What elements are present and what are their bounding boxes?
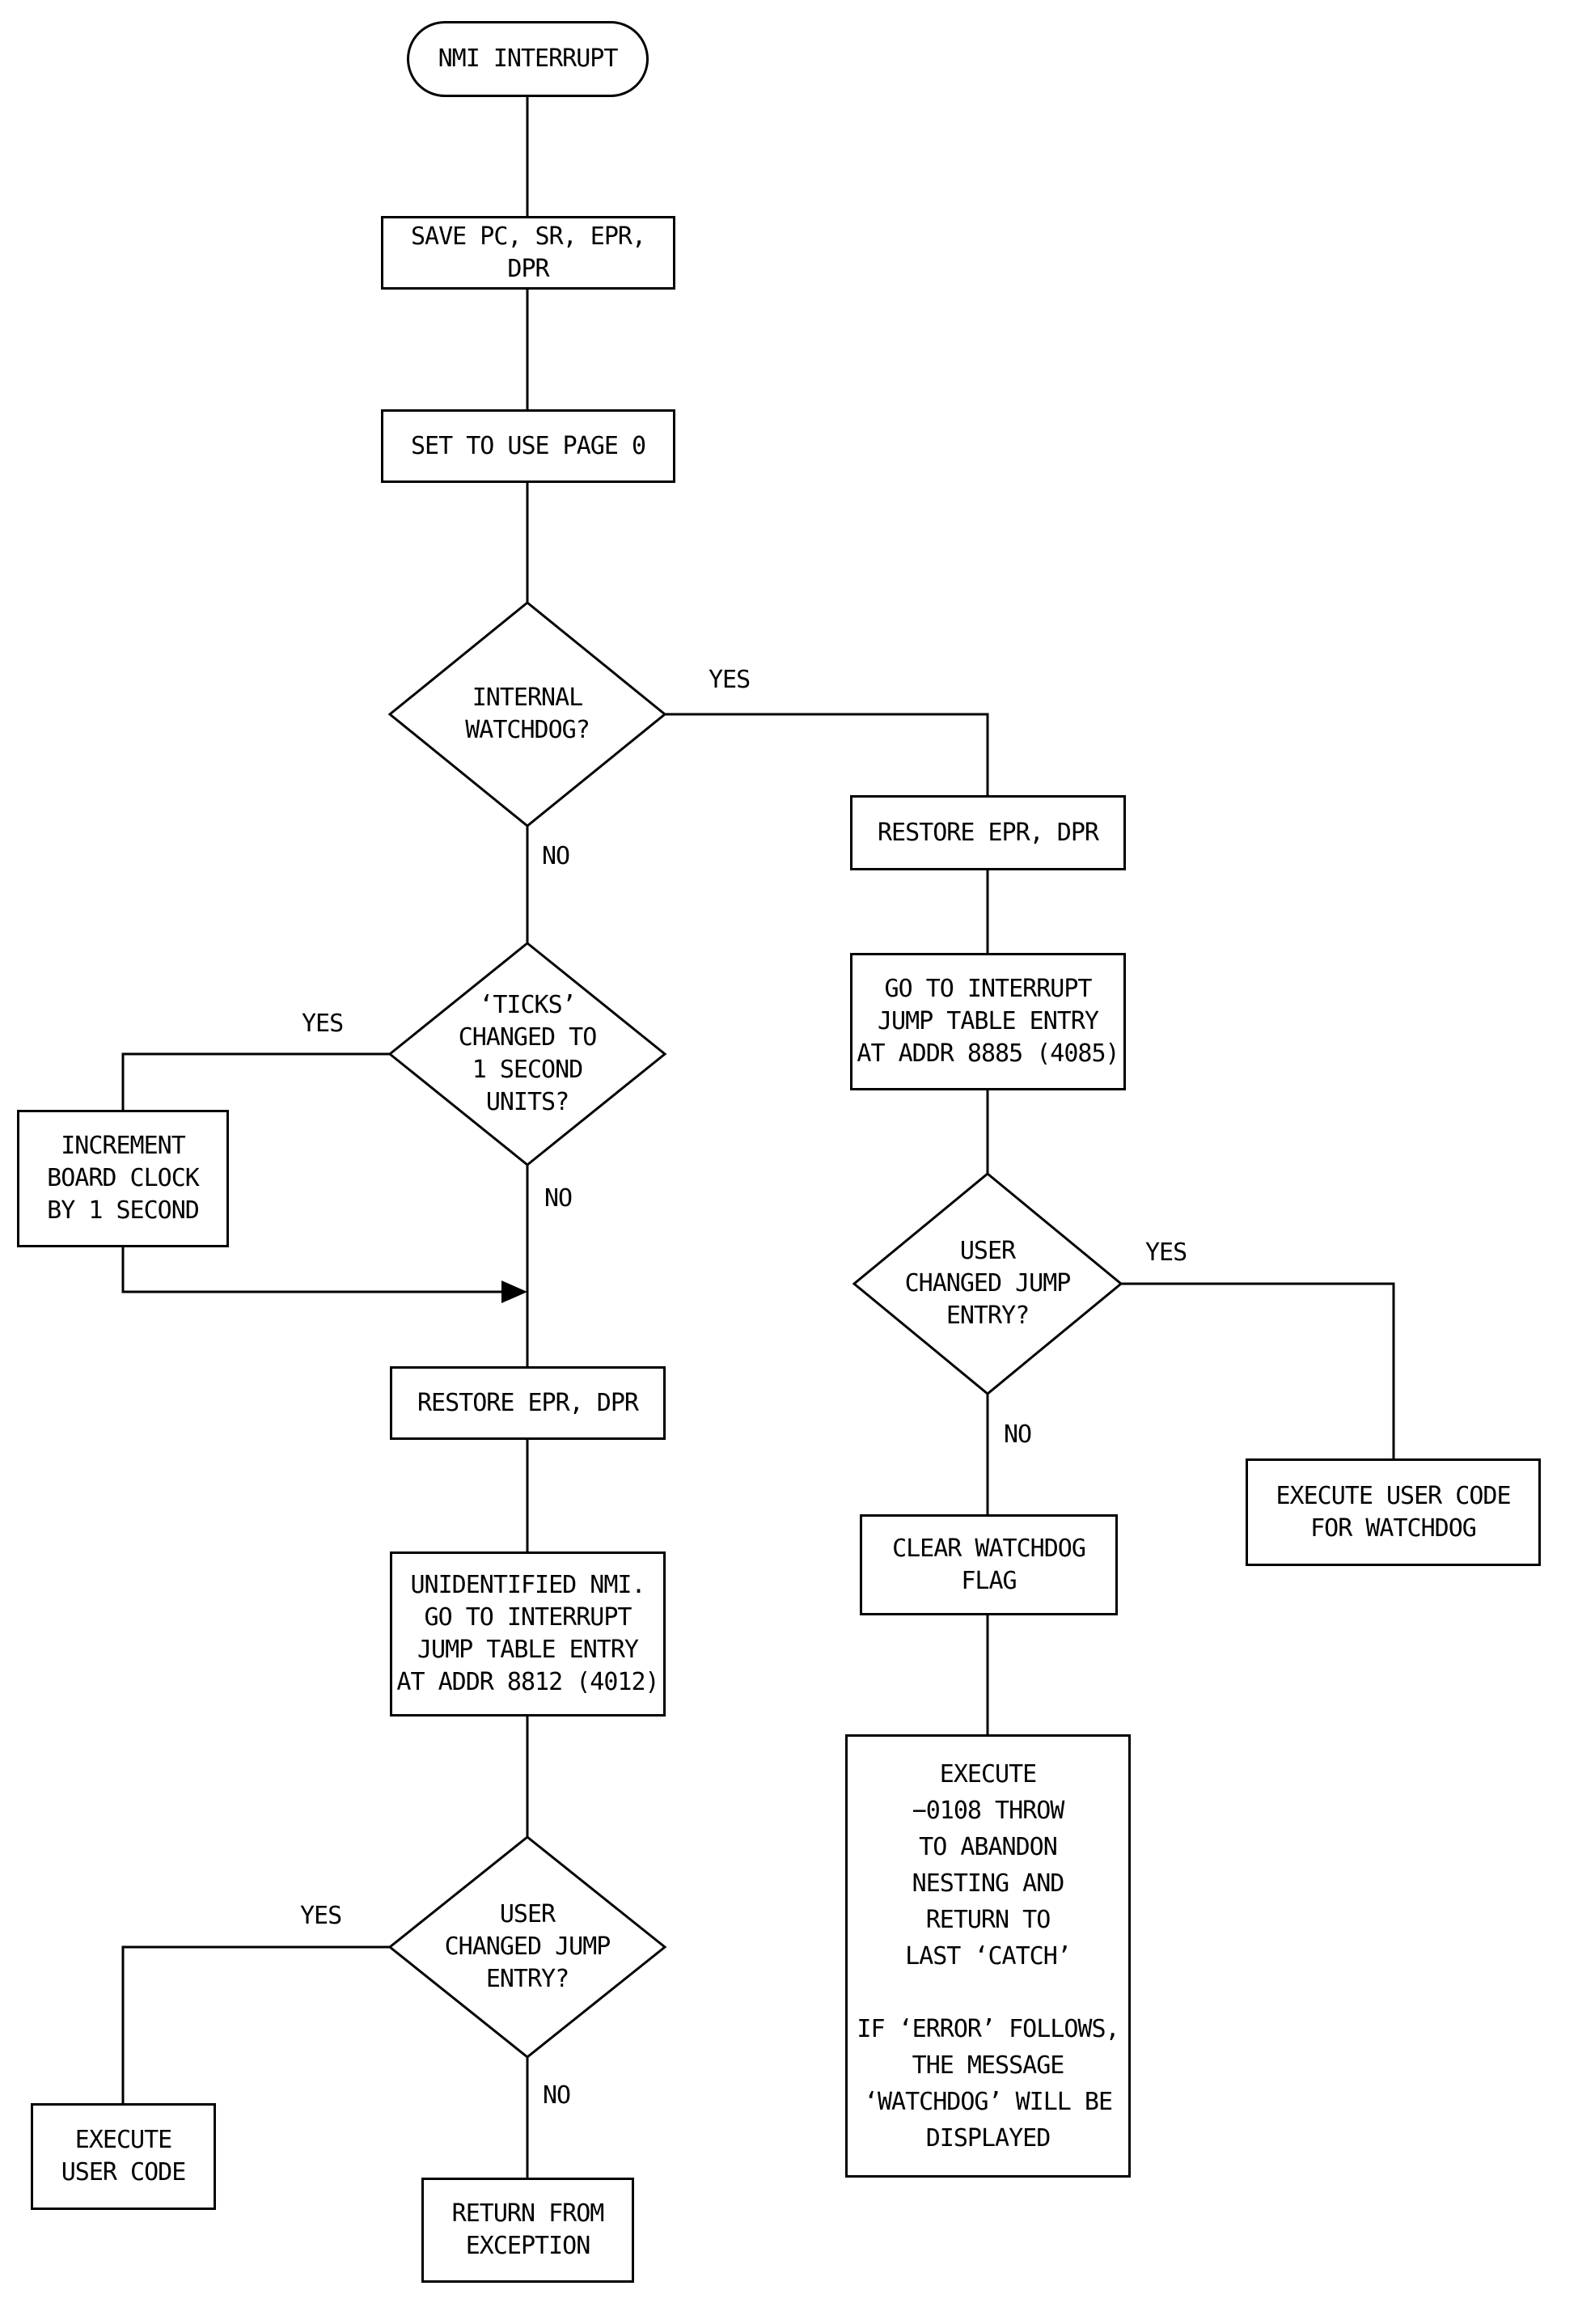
connector-watchdog-yes xyxy=(665,713,989,795)
connector-user-right-yes xyxy=(1121,1282,1395,1458)
arrow-head-icon xyxy=(501,1281,527,1303)
label-user-changed-left: USER CHANGED JUMP ENTRY? xyxy=(444,1900,611,1993)
edge-label-user-changed-right-no: NO xyxy=(1004,1420,1032,1449)
node-restore-epr-right: RESTORE EPR, DPR xyxy=(850,795,1126,870)
node-increment-board-clock: INCREMENT BOARD CLOCK BY 1 SECOND xyxy=(17,1110,229,1247)
edge-label-internal-watchdog-no: NO xyxy=(542,842,570,870)
connector-user-left-yes xyxy=(121,1945,390,2103)
edge-label-ticks-no: NO xyxy=(544,1184,573,1213)
edge-label-user-changed-left-yes: YES xyxy=(300,1902,342,1930)
node-unidentified-nmi: UNIDENTIFIED NMI. GO TO INTERRUPT JUMP T… xyxy=(390,1551,666,1717)
node-return-from-exception: RETURN FROM EXCEPTION xyxy=(421,2178,634,2283)
decision-internal-watchdog xyxy=(387,601,667,828)
edge-label-user-changed-right-yes: YES xyxy=(1145,1238,1187,1267)
node-start-terminator: NMI INTERRUPT xyxy=(407,21,649,97)
edge-label-user-changed-left-no: NO xyxy=(543,2081,571,2110)
connector-increment-return xyxy=(121,1247,524,1293)
label-user-changed-right: USER CHANGED JUMP ENTRY? xyxy=(904,1237,1072,1330)
decision-user-changed-left xyxy=(387,1835,667,2059)
decision-ticks-changed xyxy=(387,942,667,1166)
node-restore-epr-left: RESTORE EPR, DPR xyxy=(390,1366,666,1440)
node-save-registers: SAVE PC, SR, EPR, DPR xyxy=(381,216,675,290)
label-ticks-changed: ‘TICKS’ CHANGED TO 1 SECOND UNITS? xyxy=(458,991,598,1116)
node-goto-jump-8885: GO TO INTERRUPT JUMP TABLE ENTRY AT ADDR… xyxy=(850,953,1126,1090)
node-execute-throw: EXECUTE −0108 THROW TO ABANDON NESTING A… xyxy=(845,1734,1131,2178)
label-internal-watchdog: INTERNAL WATCHDOG? xyxy=(465,684,590,744)
edge-label-ticks-yes: YES xyxy=(302,1010,344,1038)
connector-ticks-yes xyxy=(121,1052,390,1110)
node-clear-watchdog-flag: CLEAR WATCHDOG FLAG xyxy=(860,1514,1118,1615)
node-set-page-zero: SET TO USE PAGE 0 xyxy=(381,409,675,483)
node-execute-user-code-watchdog: EXECUTE USER CODE FOR WATCHDOG xyxy=(1246,1458,1541,1566)
decision-user-changed-right xyxy=(852,1172,1123,1395)
edge-label-internal-watchdog-yes: YES xyxy=(709,666,751,694)
node-execute-user-code: EXECUTE USER CODE xyxy=(31,2103,216,2210)
